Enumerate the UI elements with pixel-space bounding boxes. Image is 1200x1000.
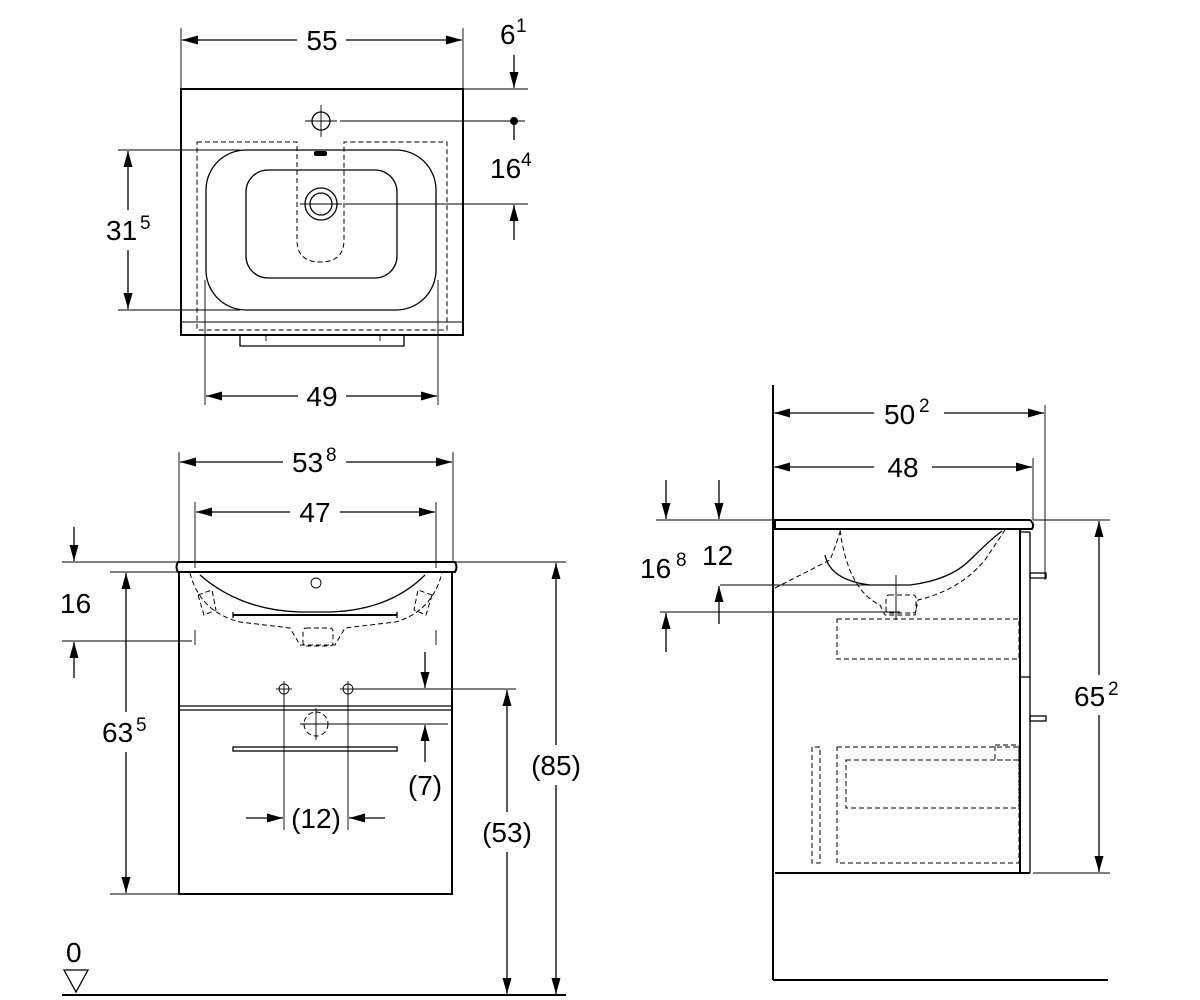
dim-top-offset: 6 1 xyxy=(500,16,527,88)
dim-supply-spacing: (12) xyxy=(246,803,385,834)
svg-text:49: 49 xyxy=(306,381,337,412)
dim-siphon-offset: 16 8 xyxy=(640,480,687,652)
dim-total-height: (85) xyxy=(531,563,581,994)
front-cabinet-body xyxy=(178,571,453,895)
supply-connection-left xyxy=(276,681,292,697)
svg-text:8: 8 xyxy=(676,550,687,571)
dim-side-depth-cabinet: 48 xyxy=(774,452,1032,483)
side-countertop xyxy=(774,519,1035,530)
drain-connection xyxy=(300,708,332,740)
svg-text:47: 47 xyxy=(299,497,330,528)
label-top-width: 55 xyxy=(306,25,337,56)
dim-front-width: 53 8 xyxy=(180,445,452,478)
floor-level-marker: 0 xyxy=(62,937,90,994)
dim-side-height: 65 2 xyxy=(1074,521,1119,872)
drain-hole xyxy=(300,187,342,221)
svg-text:31: 31 xyxy=(106,215,137,246)
svg-text:65: 65 xyxy=(1074,681,1105,712)
svg-text:50: 50 xyxy=(884,399,915,430)
svg-text:2: 2 xyxy=(1108,679,1119,700)
svg-text:0: 0 xyxy=(66,937,82,968)
svg-text:8: 8 xyxy=(326,445,337,466)
svg-text:(12): (12) xyxy=(291,803,341,834)
cabinet-contour-top xyxy=(196,141,448,331)
dim-tap-drain: 16 4 xyxy=(490,122,532,240)
svg-text:12: 12 xyxy=(702,540,733,571)
svg-text:53: 53 xyxy=(292,447,323,478)
svg-text:(7): (7) xyxy=(408,770,442,801)
supply-connection-right xyxy=(340,681,356,697)
svg-text:16: 16 xyxy=(490,153,521,184)
towel-bar-top xyxy=(239,335,405,347)
side-view: 50 2 48 xyxy=(640,385,1119,981)
dim-siphon-small: 12 xyxy=(702,480,733,624)
basin-top-outline xyxy=(180,88,464,336)
dim-cabinet-width-top: 49 xyxy=(206,381,437,412)
svg-text:5: 5 xyxy=(140,213,151,234)
svg-text:16: 16 xyxy=(60,588,91,619)
dim-cabinet-height: 63 5 xyxy=(102,573,147,893)
svg-text:5: 5 xyxy=(136,715,147,736)
svg-text:2: 2 xyxy=(919,396,930,417)
dim-side-depth-total: 50 2 xyxy=(774,396,1044,430)
bowl-outer xyxy=(205,149,437,311)
tap-hole xyxy=(305,105,337,137)
svg-text:(53): (53) xyxy=(482,817,532,848)
dim-supply-offset: (7) xyxy=(408,652,442,801)
dim-front-top-offset: 16 xyxy=(60,527,91,678)
dim-bowl-depth: 31 5 xyxy=(106,151,151,309)
svg-text:63: 63 xyxy=(102,717,133,748)
dim-front-inner-width: 47 xyxy=(196,497,435,528)
front-countertop xyxy=(175,561,458,573)
svg-text:(85): (85) xyxy=(531,750,581,781)
svg-text:4: 4 xyxy=(521,150,532,171)
svg-text:48: 48 xyxy=(887,452,918,483)
top-view: 55 xyxy=(106,16,532,412)
svg-text:16: 16 xyxy=(640,553,671,584)
dim-supply-height: (53) xyxy=(482,690,532,994)
dim-top-width: 55 xyxy=(182,25,462,56)
bowl-inner xyxy=(245,169,398,279)
svg-text:6: 6 xyxy=(500,19,516,50)
front-view: 53 8 47 xyxy=(60,445,581,996)
svg-text:1: 1 xyxy=(516,16,527,37)
